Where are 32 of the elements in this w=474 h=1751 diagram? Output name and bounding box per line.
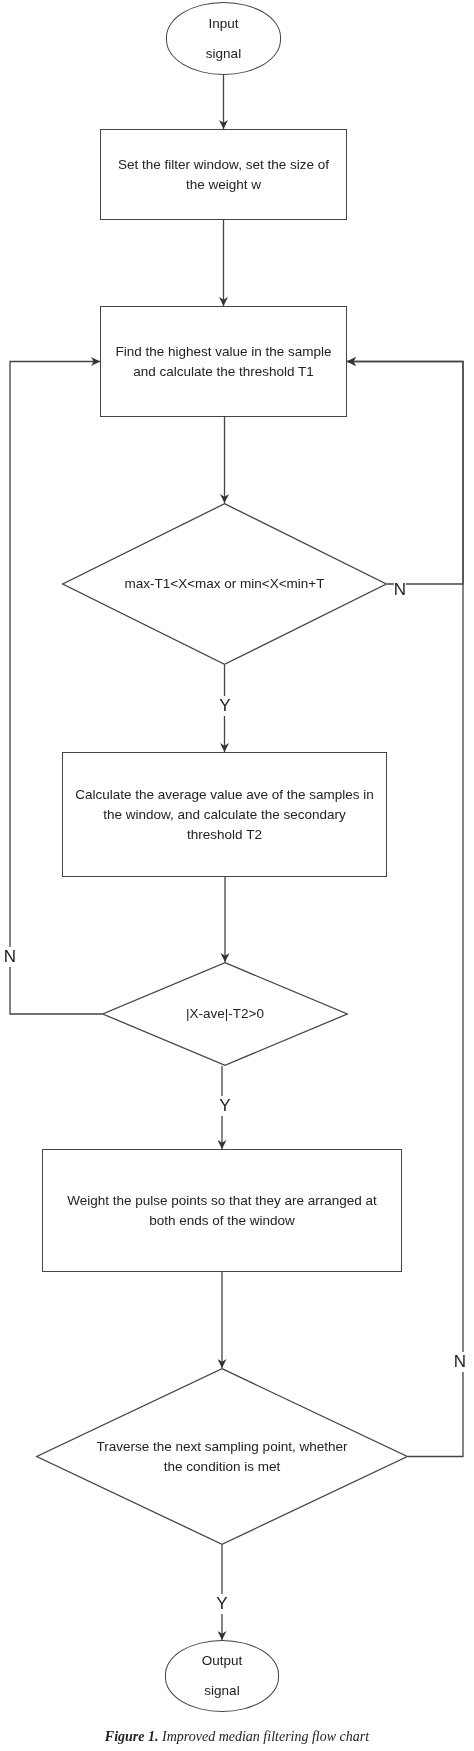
node-text: Traverse the next sampling point, whether the condition is met bbox=[96, 1437, 348, 1476]
node-text: Set the filter window, set the size of the weight w bbox=[117, 155, 330, 194]
decision-diamond bbox=[36, 1368, 408, 1545]
node-text: Output signal bbox=[200, 1652, 244, 1700]
arrow bbox=[217, 1065, 227, 1150]
edge-label: Y bbox=[216, 1594, 228, 1614]
decision-diamond bbox=[62, 503, 387, 665]
arrow bbox=[219, 219, 228, 307]
node-text: Weight the pulse points so that they are arranged at both ends of the window bbox=[66, 1191, 378, 1230]
edge-label: N bbox=[3, 947, 17, 967]
node-text: Input signal bbox=[204, 14, 243, 63]
edge-label: Y bbox=[219, 1096, 231, 1116]
node-text: Calculate the average value ave of the samples in the window, and calculate the secondary threshold T2 bbox=[75, 785, 374, 844]
arrow bbox=[219, 74, 228, 130]
process-box bbox=[100, 306, 347, 417]
process-box bbox=[100, 129, 347, 220]
edge-label: Y bbox=[219, 696, 231, 716]
figure-caption: Figure 1. Improved median filtering flow chart bbox=[103, 1729, 371, 1745]
node-text: Find the highest value in the sample and calculate the threshold T1 bbox=[114, 342, 333, 381]
arrow bbox=[220, 664, 229, 753]
node-text: max-T1<X<max or min<X<min+T bbox=[124, 575, 325, 593]
node-text: |X-ave|-T2>0 bbox=[186, 1005, 264, 1023]
arrow bbox=[346, 357, 464, 1458]
arrow bbox=[220, 876, 230, 963]
process-box bbox=[62, 752, 387, 877]
arrow bbox=[217, 1544, 227, 1641]
arrow bbox=[220, 416, 229, 504]
arrow bbox=[217, 1271, 227, 1369]
process-box bbox=[42, 1149, 402, 1272]
arrow bbox=[9, 357, 103, 1015]
decision-diamond bbox=[102, 962, 348, 1066]
edge-label: N bbox=[453, 1352, 467, 1372]
